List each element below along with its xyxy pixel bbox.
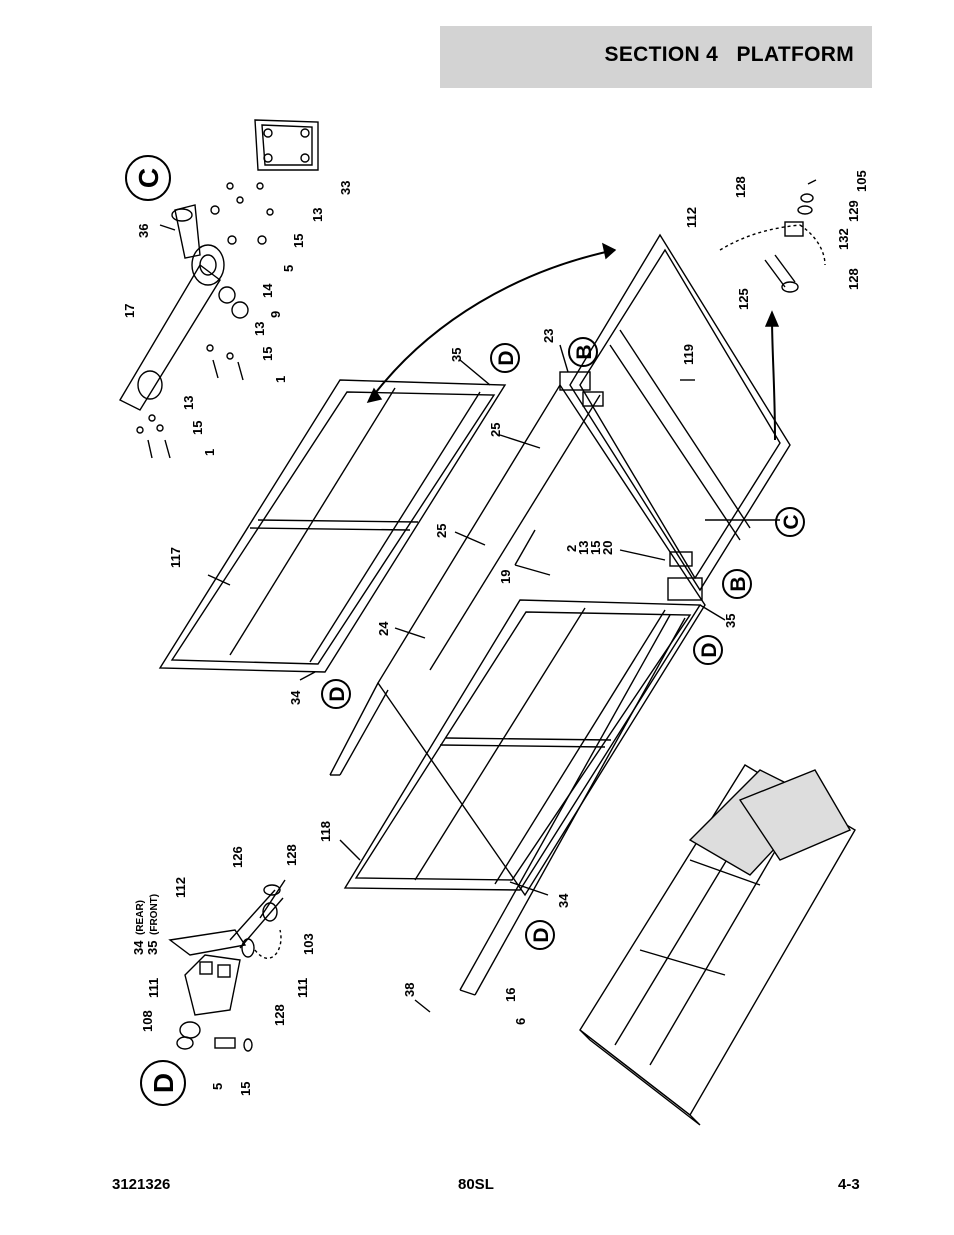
part-label: 13 (310, 208, 325, 222)
part-label: 129 (846, 200, 861, 222)
part-label: 5 (210, 1083, 225, 1090)
part-label: 2 (564, 545, 579, 552)
part-label: 1 (202, 449, 217, 456)
callout-d-ref-1: D (495, 350, 518, 365)
detail-d-part-labels: 34 (REAR) 35 (FRONT) 112 126 128 111 108… (131, 844, 316, 1096)
callout-b-ref-2: B (727, 576, 750, 591)
part-label: 24 (376, 621, 391, 636)
platform-overview-thumbnail (579, 764, 856, 1126)
section-header: SECTION 4 PLATFORM (440, 26, 872, 88)
part-label: 15 (190, 421, 205, 435)
part-label: 35 (449, 348, 464, 362)
part-label: 36 (136, 224, 151, 238)
callout-d-ref-4: D (530, 927, 553, 942)
part-label: 15 (238, 1082, 253, 1096)
callout-c-detail: C (133, 168, 164, 188)
part-label: 20 (600, 541, 615, 555)
detail-b-part-labels: 112 128 105 129 132 128 125 (684, 170, 869, 310)
part-label: 128 (846, 268, 861, 290)
part-label: 6 (513, 1018, 528, 1025)
part-label: 13 (576, 541, 591, 555)
model-name: 80SL (458, 1176, 494, 1193)
part-label: 23 (541, 329, 556, 343)
part-label: 112 (684, 207, 699, 228)
part-label: 126 (230, 846, 245, 868)
part-label: 5 (281, 265, 296, 272)
platform-floor (329, 383, 706, 996)
part-label: 128 (272, 1004, 287, 1026)
callout-d-ref-2: D (326, 686, 349, 701)
part-label: 14 (260, 283, 275, 298)
part-label: 15 (260, 347, 275, 361)
part-label: 16 (503, 988, 518, 1002)
part-label: 105 (854, 170, 869, 192)
part-label: 34 (288, 690, 303, 705)
part-label: 108 (140, 1010, 155, 1032)
part-label: 35 (723, 614, 738, 628)
page-number: 4-3 (838, 1176, 860, 1193)
part-label: 132 (836, 228, 851, 250)
side-panel-119 (569, 233, 791, 592)
detail-c-assembly (119, 119, 319, 459)
detail-d-assembly (168, 879, 286, 1052)
part-label: 13 (252, 322, 267, 336)
part-label: 15 (588, 541, 603, 555)
callout-d-detail: D (148, 1073, 179, 1093)
part-label: 1 (273, 376, 288, 383)
part-label: 117 (168, 547, 183, 568)
part-label: 128 (284, 844, 299, 866)
callout-c-ref: C (780, 514, 803, 529)
part-label: 38 (402, 983, 417, 997)
part-label: 128 (733, 176, 748, 198)
part-label: 119 (681, 344, 696, 365)
detail-b-assembly (719, 179, 826, 293)
part-label: 17 (122, 304, 137, 318)
front-gate-118 (343, 599, 702, 891)
part-label: 25 (488, 423, 503, 437)
main-part-labels: 117 34 35 23 25 25 24 19 2 13 15 20 35 1… (168, 329, 738, 1025)
part-label: 103 (301, 933, 316, 955)
part-label: 15 (291, 234, 306, 248)
detail-c-part-labels: 36 17 33 13 15 5 14 9 13 15 1 13 15 1 (122, 181, 353, 456)
part-label: 25 (434, 524, 449, 538)
part-label: 111 (146, 978, 161, 998)
part-label: 112 (173, 877, 188, 898)
part-label: 35 (145, 941, 160, 955)
rear-panel-117 (158, 379, 507, 673)
part-label: (FRONT) (149, 894, 160, 935)
part-label: 111 (295, 978, 310, 998)
part-label: 33 (338, 181, 353, 195)
callout-b-ref-1: B (573, 344, 596, 359)
part-label: 125 (736, 288, 751, 310)
part-label: 13 (181, 396, 196, 410)
part-label: 9 (268, 311, 283, 318)
part-label: (REAR) (135, 900, 146, 935)
part-label: 118 (318, 821, 333, 842)
section-title: SECTION 4 PLATFORM (604, 43, 854, 66)
part-label: 19 (498, 570, 513, 584)
callout-d-ref-3: D (698, 642, 721, 657)
doc-number: 3121326 (112, 1176, 171, 1193)
part-label: 34 (556, 893, 571, 908)
part-label: 34 (131, 940, 146, 955)
